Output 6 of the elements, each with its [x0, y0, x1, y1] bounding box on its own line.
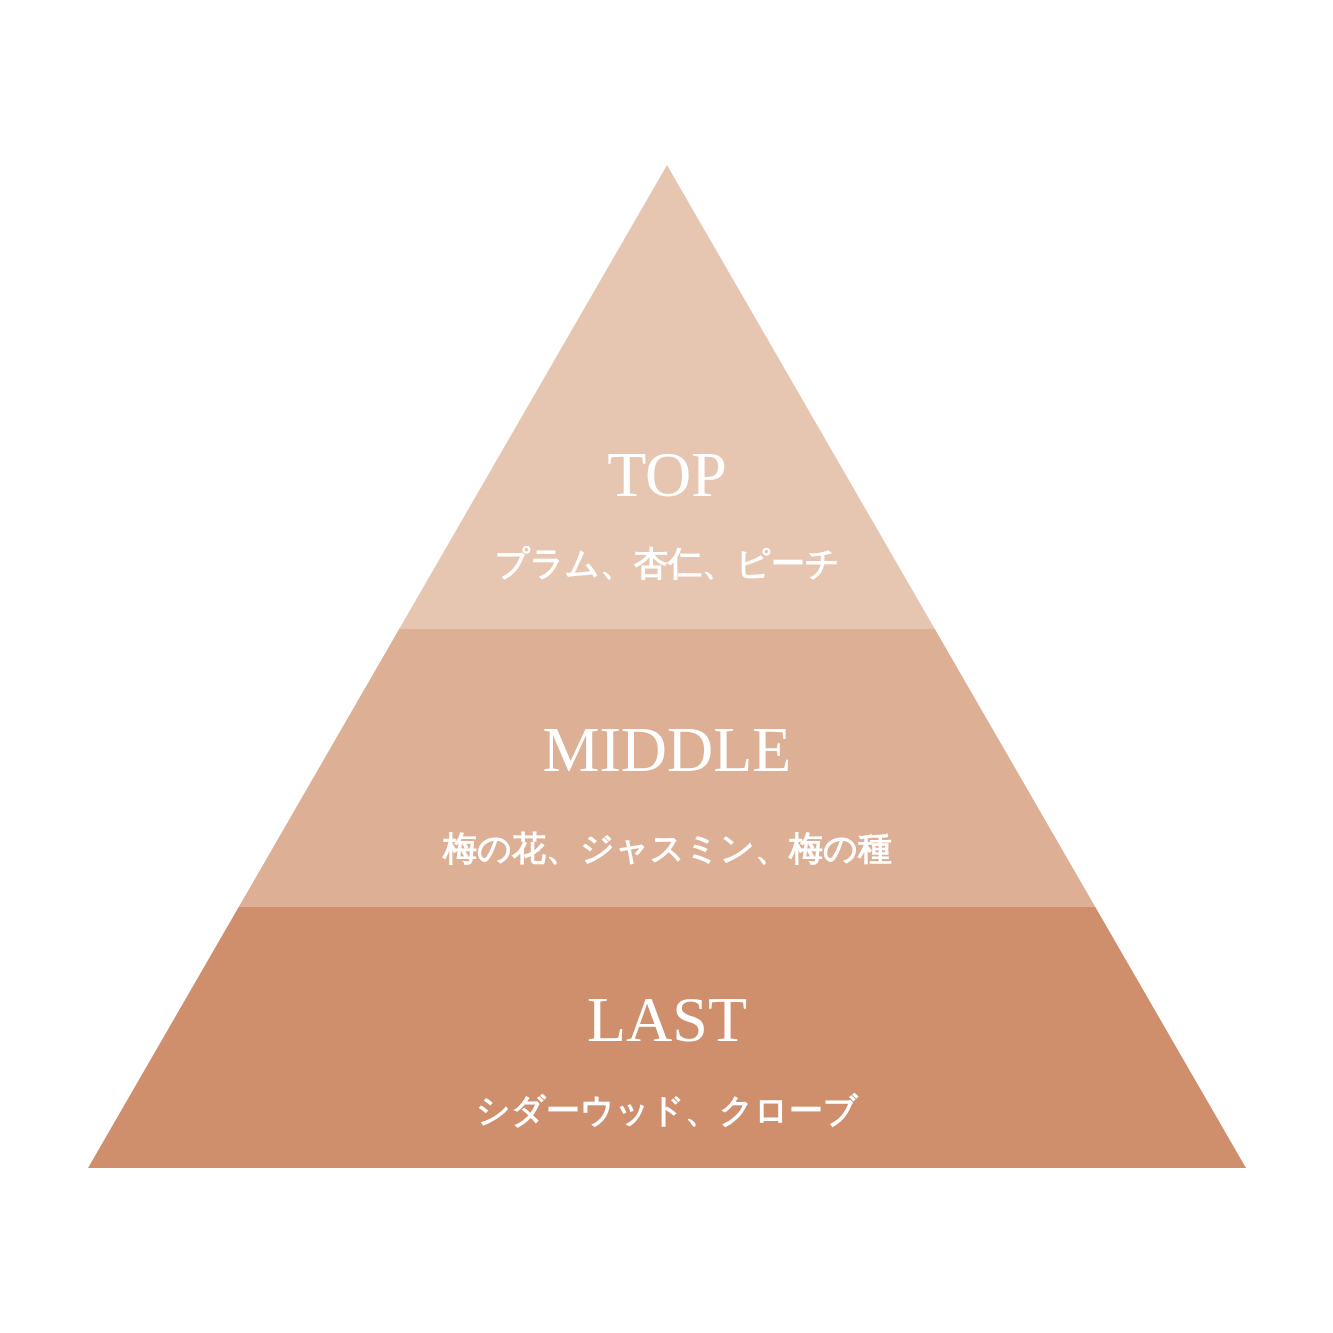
tier-heading: TOP: [607, 438, 727, 512]
note-list: プラム、杏仁、ピーチ: [494, 541, 840, 585]
note-list: シダーウッド、クローブ: [476, 1088, 858, 1132]
note-list: 梅の花、ジャスミン、梅の種: [442, 826, 892, 870]
tier-heading: LAST: [587, 983, 747, 1057]
tier-heading: MIDDLE: [542, 713, 792, 787]
